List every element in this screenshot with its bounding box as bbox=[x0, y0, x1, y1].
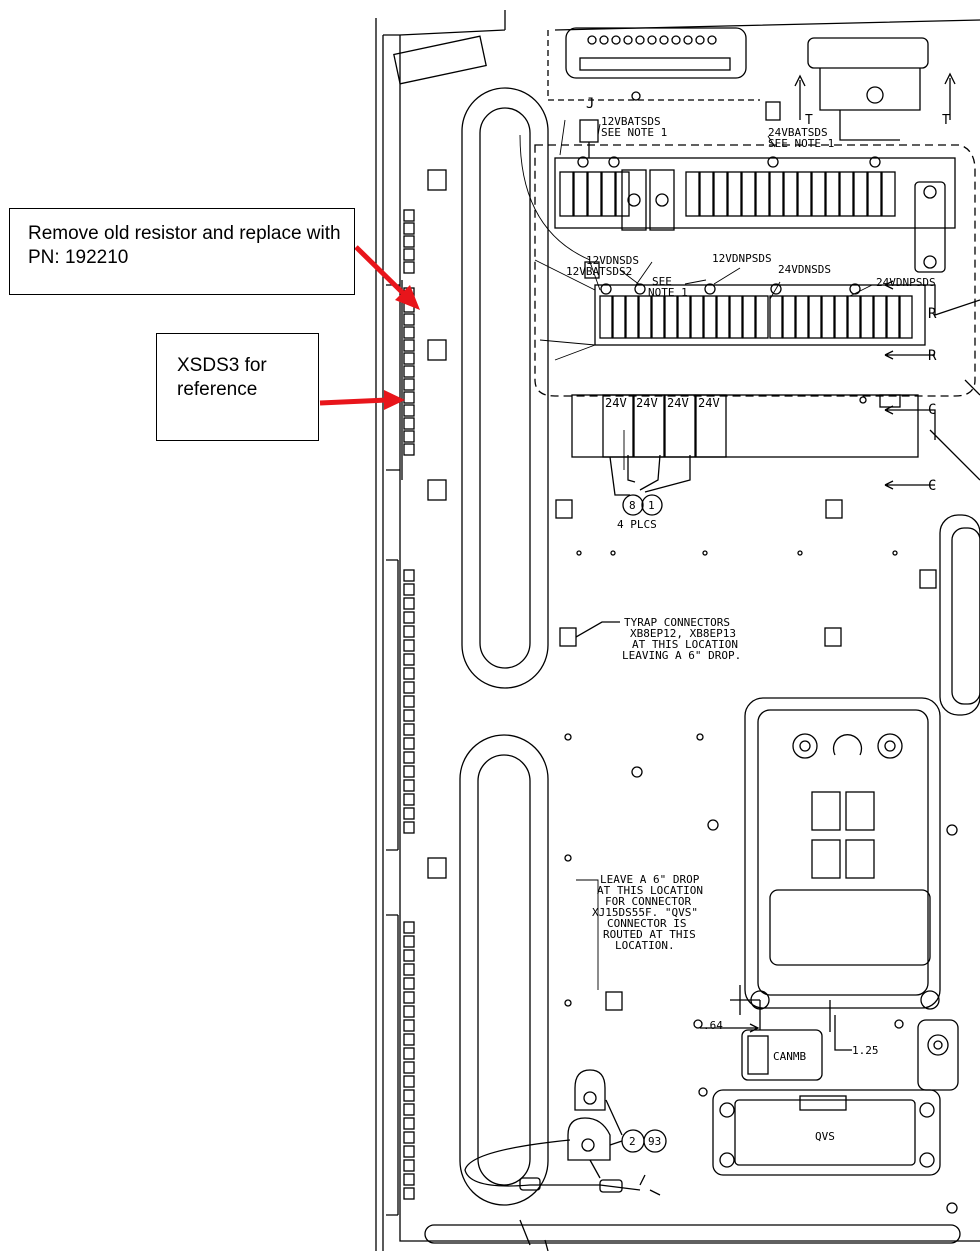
drop-note-line-4: XJ15DS55F. "QVS" bbox=[592, 906, 698, 919]
top-rail-screws bbox=[577, 156, 881, 168]
dim-064: .64 bbox=[703, 1019, 723, 1032]
ecu-connector-4 bbox=[845, 839, 875, 879]
relay-row bbox=[571, 394, 919, 458]
tyrap-note-line-2: XB8EP12, XB8EP13 bbox=[630, 627, 736, 640]
label-j: J bbox=[586, 96, 594, 112]
cable-loop-lower bbox=[459, 734, 549, 1206]
bottom-channel bbox=[424, 1224, 961, 1244]
label-see: SEE bbox=[652, 275, 672, 288]
tyrap-note-line-4: LEAVING A 6" DROP. bbox=[622, 649, 741, 662]
balloon-2: 2 bbox=[629, 1135, 636, 1148]
drop-note-line-5: CONNECTOR IS bbox=[607, 917, 686, 930]
label-note-1: NOTE 1 bbox=[648, 286, 688, 299]
drop-note-line-1: LEAVE A 6" DROP bbox=[600, 873, 700, 886]
terminal-strip-middle bbox=[386, 559, 399, 851]
ground-lug-1 bbox=[574, 1069, 606, 1111]
drop-note-line-2: AT THIS LOCATION bbox=[597, 884, 703, 897]
label-24vdnsds: 24VDNSDS bbox=[778, 263, 831, 276]
qvs-label: QVS bbox=[815, 1130, 835, 1143]
red-arrow-resistor bbox=[354, 245, 409, 299]
label-see-note-1-a: SEE NOTE 1 bbox=[601, 126, 667, 139]
balloon-1-shape bbox=[641, 494, 663, 516]
large-fuse bbox=[914, 181, 946, 273]
canmb-label: CANMB bbox=[773, 1050, 806, 1063]
drop-note-line-7: LOCATION. bbox=[615, 939, 675, 952]
leader-lines bbox=[519, 119, 873, 990]
balloon-93: 93 bbox=[648, 1135, 661, 1148]
cable-loop-upper bbox=[461, 87, 549, 689]
label-t-left: T bbox=[805, 113, 813, 128]
drop-note-line-6: ROUTED AT THIS bbox=[603, 928, 696, 941]
relay-label-3: 24V bbox=[667, 396, 689, 410]
terminal-strip-lower-studs bbox=[403, 921, 415, 1200]
balloon-93-shape bbox=[643, 1129, 667, 1153]
ecu-module bbox=[744, 697, 941, 1009]
callout-remove-resistor: Remove old resistor and replace with PN:… bbox=[9, 208, 355, 295]
tyrap-note-line-1: TYRAP CONNECTORS bbox=[624, 616, 730, 629]
top-fuse-rail bbox=[554, 157, 956, 229]
label-r-top: R bbox=[928, 306, 937, 322]
label-24vbatsds: 24VBATSDS bbox=[768, 126, 828, 139]
tyrap-note-line-3: AT THIS LOCATION bbox=[632, 638, 738, 651]
label-12vdnpsds: 12VDNPSDS bbox=[712, 252, 772, 265]
balloon-8-shape bbox=[622, 494, 644, 516]
upper-right-component bbox=[807, 37, 929, 69]
top-connector bbox=[565, 27, 747, 79]
label-c-top: C bbox=[928, 402, 936, 418]
ecu-connector-2 bbox=[845, 791, 875, 831]
relay-label-1: 24V bbox=[605, 396, 627, 410]
qvs-module bbox=[712, 1089, 941, 1176]
ecu-connector-1 bbox=[811, 791, 841, 831]
label-12vbatsds: 12VBATSDS bbox=[601, 115, 661, 128]
right-section-arrows bbox=[884, 280, 936, 490]
ecu-connector-3 bbox=[811, 839, 841, 879]
service-light bbox=[917, 1019, 959, 1091]
red-arrow-xsds3 bbox=[319, 397, 389, 406]
relay-label-4: 24V bbox=[698, 396, 720, 410]
left-mounting-studs bbox=[427, 169, 447, 879]
label-t-right: T bbox=[942, 113, 950, 128]
bottom-fuses bbox=[599, 295, 913, 339]
ground-wire bbox=[464, 1139, 641, 1191]
callout-xsds3-reference: XSDS3 for reference bbox=[156, 333, 319, 441]
balloon-1: 1 bbox=[648, 499, 655, 512]
balloon-8: 8 bbox=[629, 499, 636, 512]
callout-arrows bbox=[319, 245, 420, 410]
dim-125: 1.25 bbox=[852, 1044, 879, 1057]
terminal-strip-upper-studs bbox=[403, 209, 415, 456]
label-4-plcs: 4 PLCS bbox=[617, 518, 657, 531]
label-12vdnsds: 12VDNSDS bbox=[586, 254, 639, 267]
terminal-strip-middle-studs bbox=[403, 569, 415, 834]
panel-outline bbox=[382, 10, 980, 1251]
bottom-fuse-rail bbox=[594, 284, 926, 346]
top-connector-pins bbox=[587, 35, 717, 45]
relay-label-2: 24V bbox=[636, 396, 658, 410]
drop-note-line-3: FOR CONNECTOR bbox=[605, 895, 691, 908]
label-r-bottom: R bbox=[928, 348, 937, 364]
label-24vdnpsds: 24VDNPSDS bbox=[876, 276, 936, 289]
ecu-main-connector bbox=[769, 889, 931, 966]
top-fuses bbox=[559, 171, 896, 217]
terminal-strip-lower bbox=[386, 914, 399, 1216]
canmb-connector bbox=[741, 1029, 823, 1081]
ground-lug-2 bbox=[567, 1117, 611, 1161]
mounting-holes bbox=[564, 550, 958, 1214]
fuse-block-enclosure bbox=[534, 144, 976, 397]
label-c-bottom: C bbox=[928, 478, 936, 494]
label-see-note-1-b: SEE NOTE 1 bbox=[768, 137, 834, 150]
right-edge-module bbox=[939, 514, 980, 716]
label-12vbatsds2: 12VBATSDS2 bbox=[566, 265, 632, 278]
